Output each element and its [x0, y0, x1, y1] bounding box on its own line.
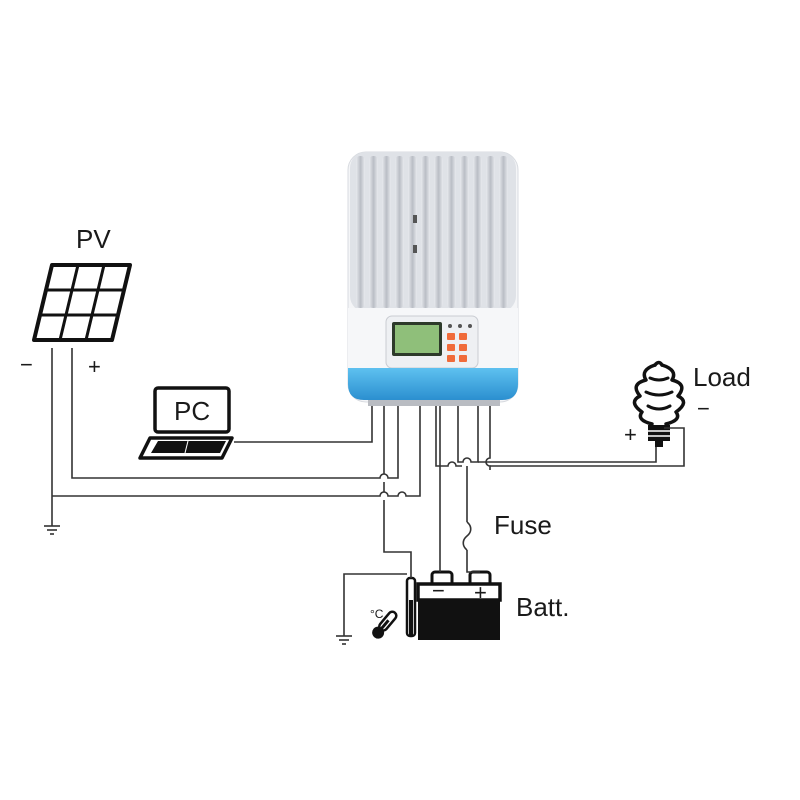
cfl-bulb-icon — [632, 360, 686, 447]
key-button — [447, 344, 455, 351]
charge-controller — [347, 151, 519, 406]
load-label: Load — [693, 362, 751, 392]
ground-icon — [44, 525, 60, 535]
pc-label: PC — [174, 396, 210, 426]
key-button — [459, 344, 467, 351]
key-button — [447, 355, 455, 362]
batt-minus-sign: − — [432, 578, 445, 603]
wiring — [51, 348, 685, 636]
ground-icon — [336, 635, 352, 645]
key-button — [459, 355, 467, 362]
lcd-screen — [395, 325, 439, 353]
load-plus-sign: + — [624, 422, 637, 447]
battery-icon — [416, 570, 502, 640]
pv-minus-sign: − — [20, 352, 33, 377]
pv-plus-sign: + — [88, 354, 101, 379]
heatsink-fins — [350, 152, 516, 312]
control-panel — [385, 315, 479, 369]
solar-panel-icon — [32, 263, 132, 342]
temp-unit-label: °C — [370, 607, 384, 621]
load-minus-sign: − — [697, 396, 710, 421]
key-button — [459, 333, 467, 340]
laptop-icon — [138, 386, 234, 460]
pv-label: PV — [76, 224, 111, 254]
fuse-icon — [462, 521, 472, 551]
batt-label: Batt. — [516, 592, 569, 622]
key-button — [447, 333, 455, 340]
fuse-label: Fuse — [494, 510, 552, 540]
batt-plus-sign: + — [474, 580, 487, 605]
